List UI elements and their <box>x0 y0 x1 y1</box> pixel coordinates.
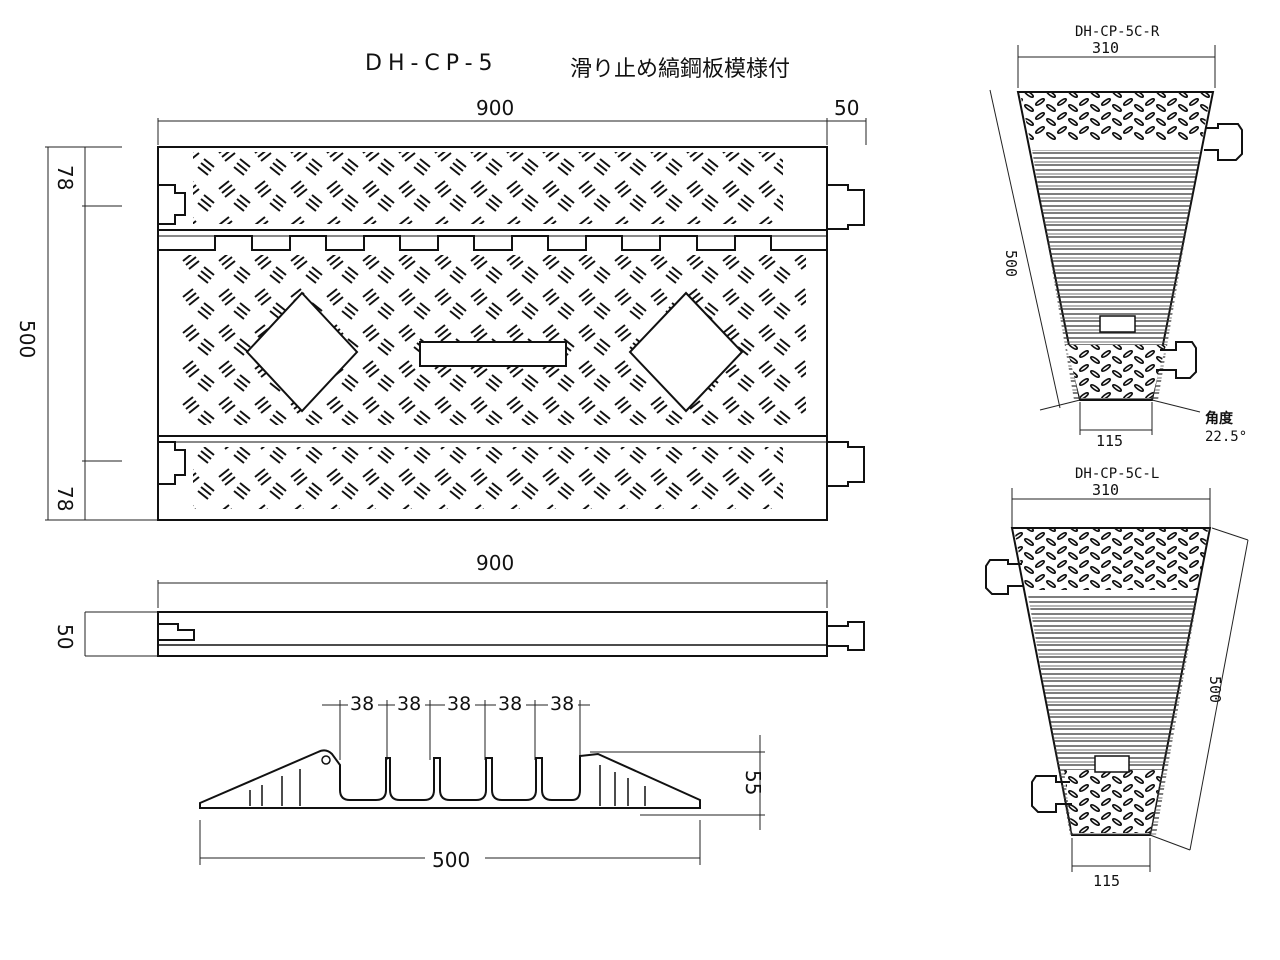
top-view: 900 50 78 500 78 <box>15 96 867 521</box>
channel-label-bg <box>548 692 578 712</box>
corner-left-dim-side: 500 <box>1206 676 1224 703</box>
dim-connector-length: 50 <box>834 96 859 120</box>
dim-channel-height: 55 <box>741 770 765 795</box>
corner-angle-value: 22.5° <box>1205 429 1247 445</box>
channel-width-label: 38 <box>397 693 421 715</box>
channel-width-label: 38 <box>350 693 374 715</box>
corner-right-dim-top: 310 <box>1092 39 1119 57</box>
channel-width-label: 38 <box>550 693 574 715</box>
dim-side-length: 900 <box>476 551 514 575</box>
dim-side-height: 50 <box>53 624 77 649</box>
dim-top-length: 900 <box>476 96 514 120</box>
corner-right-dim-bottom: 115 <box>1096 432 1123 450</box>
channel-label-bg <box>496 692 526 712</box>
dim-lid-bottom: 78 <box>53 486 77 511</box>
section-view: 38 38 38 38 38 55 500 <box>199 692 765 872</box>
channel-label-bg <box>348 692 378 712</box>
channel-label-bg <box>395 692 425 712</box>
channel-width-label: 38 <box>447 693 471 715</box>
corner-left-view: DH-CP-5C-L 310 500 115 <box>985 466 1249 890</box>
dim-lid-top: 78 <box>53 165 77 190</box>
dim-section-width: 500 <box>432 848 470 872</box>
corner-right-dim-side: 500 <box>1002 250 1020 277</box>
corner-left-dim-top: 310 <box>1092 481 1119 499</box>
model-title: DH-CP-5 <box>365 51 499 76</box>
corner-left-model: DH-CP-5C-L <box>1075 466 1159 482</box>
channel-label-bg <box>445 692 475 712</box>
channel-width-label: 38 <box>498 693 522 715</box>
feature-title: 滑り止め縞鋼板模様付 <box>570 57 790 82</box>
corner-left-dim-bottom: 115 <box>1093 872 1120 890</box>
corner-right-view: DH-CP-5C-R 310 500 115 角度 22.5° <box>989 24 1247 450</box>
dim-depth: 500 <box>15 320 39 358</box>
corner-angle-label: 角度 <box>1205 410 1234 427</box>
corner-right-model: DH-CP-5C-R <box>1075 24 1160 40</box>
side-view: 900 50 <box>53 551 865 657</box>
